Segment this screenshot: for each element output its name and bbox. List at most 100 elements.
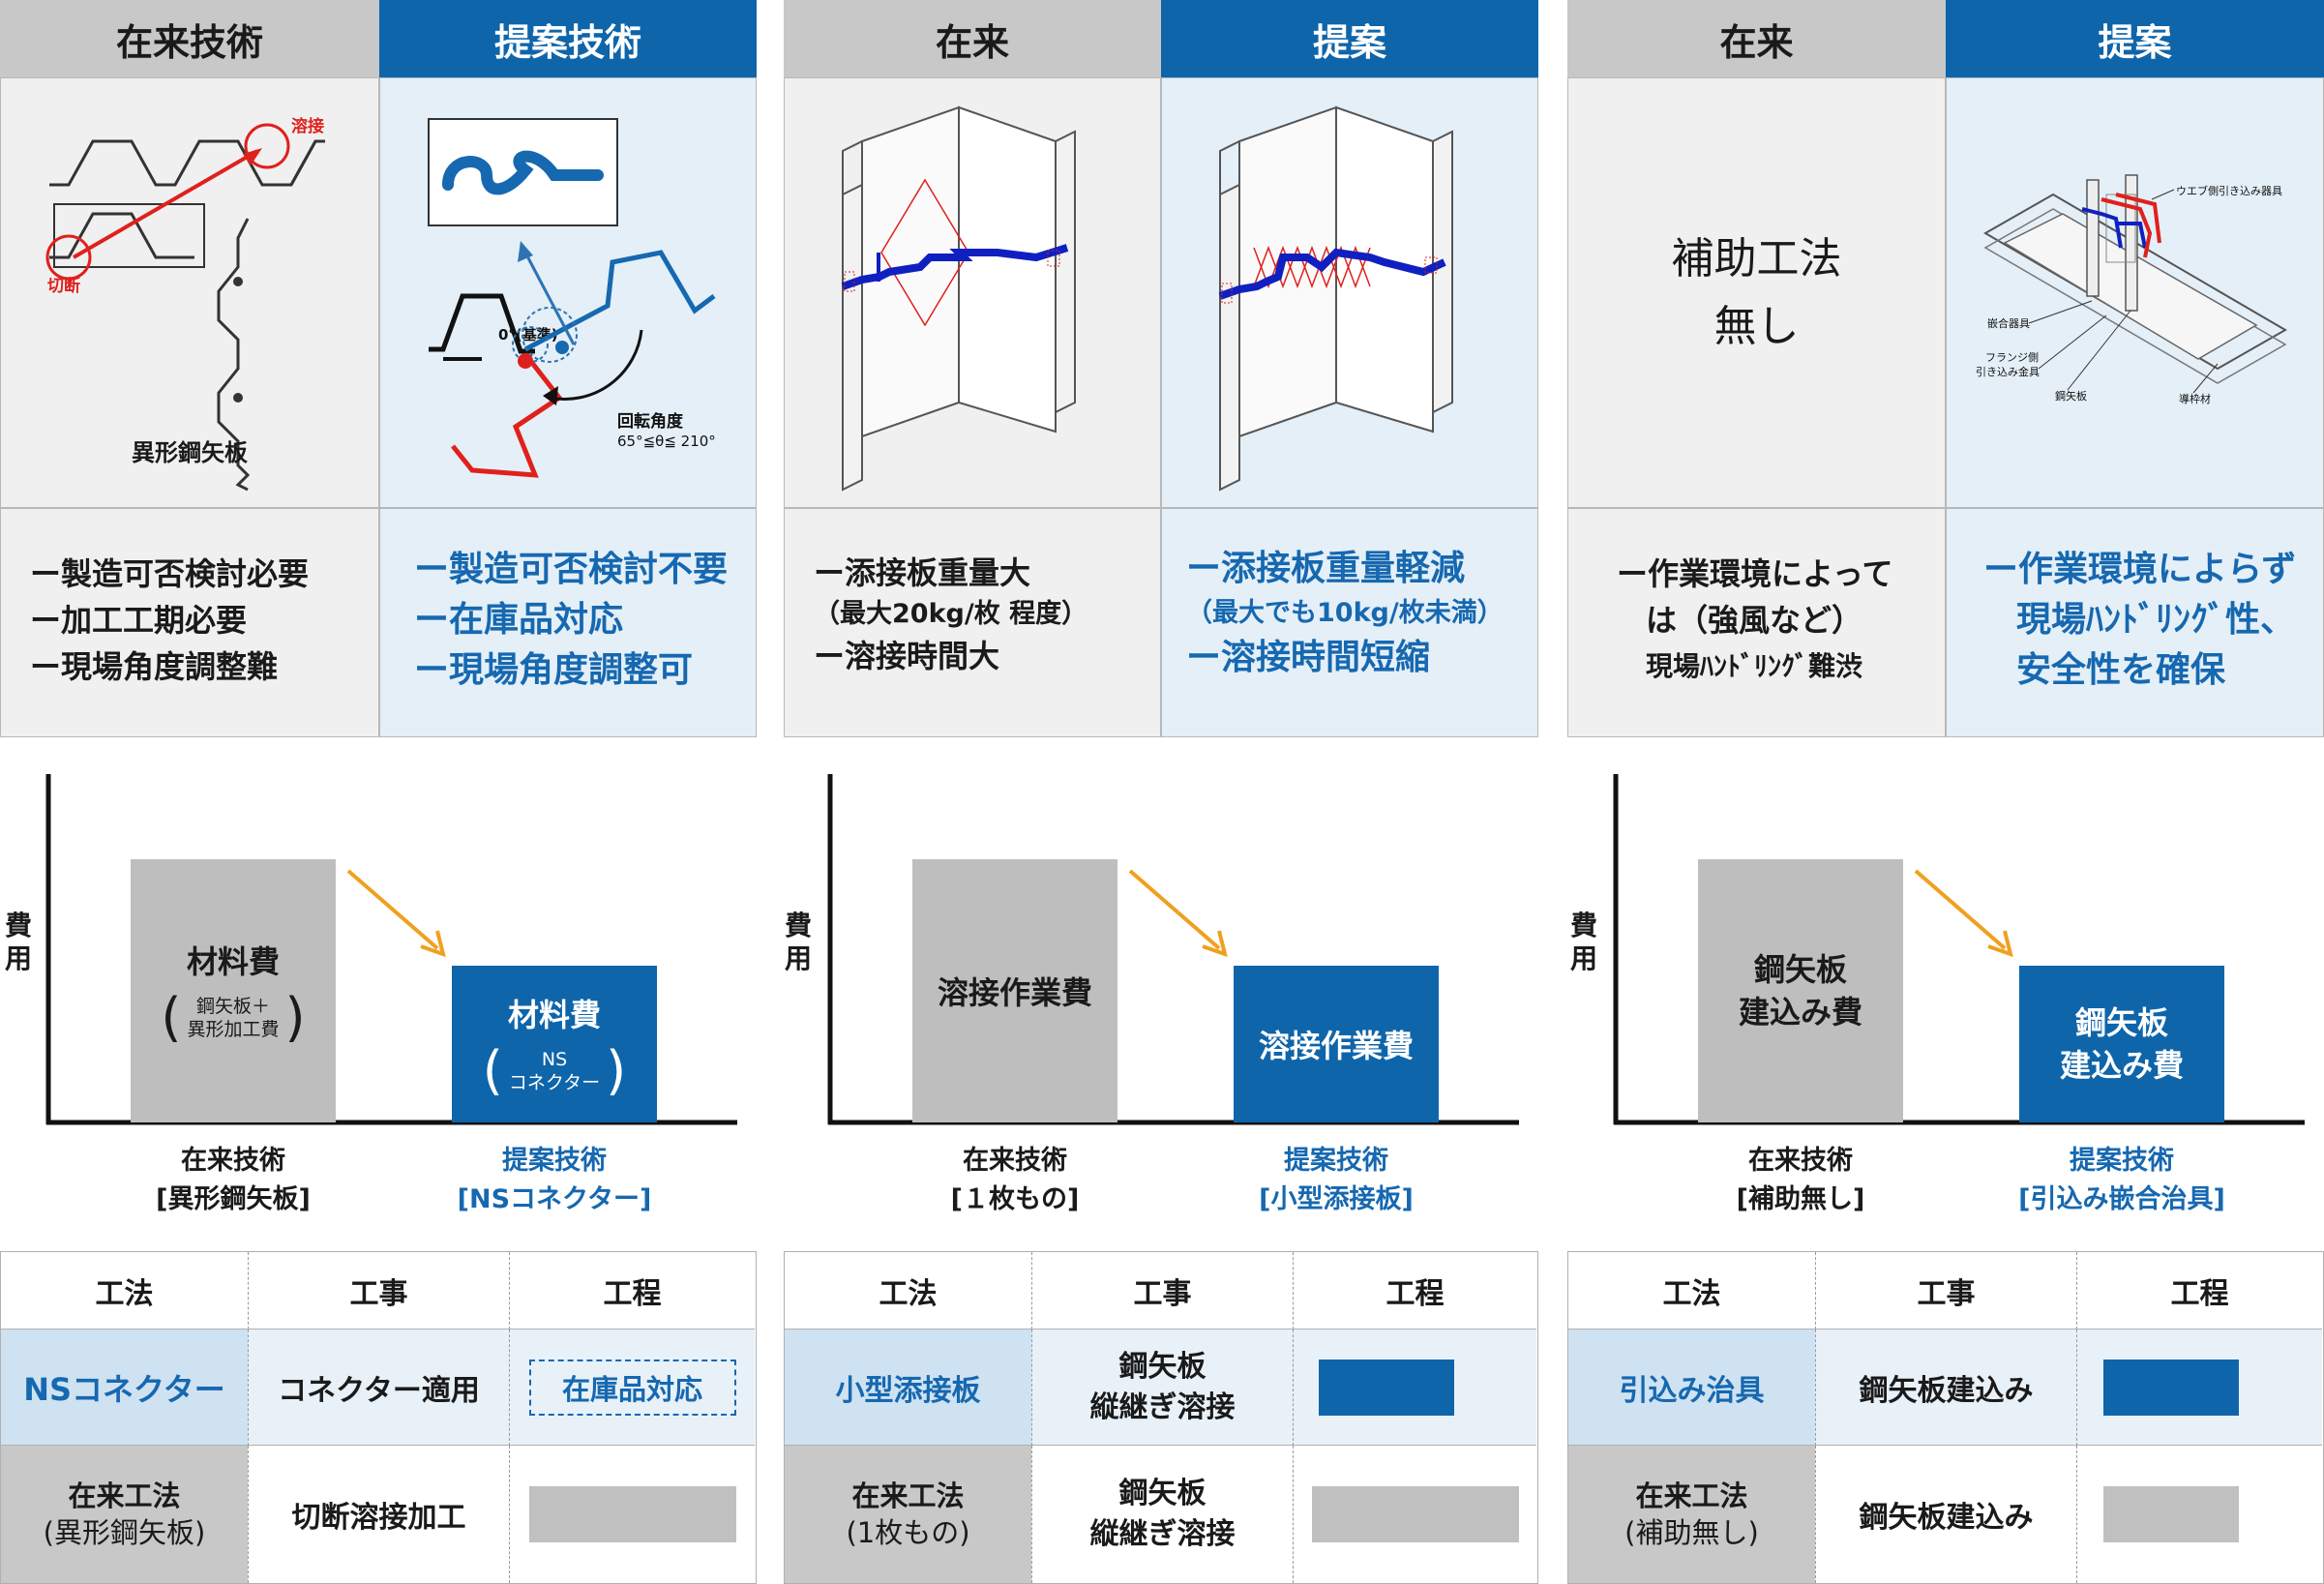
chart-axes: [827, 774, 1519, 1125]
process-bar-long: [528, 1486, 736, 1542]
no-aux-text: 無し: [1713, 301, 1800, 351]
list-item: ー現場角度調整難: [30, 648, 279, 685]
guide-frame-label: 導枠材: [2179, 392, 2211, 405]
decrease-arrow: [1914, 869, 2007, 950]
bar-detail: コネクター: [508, 1072, 601, 1093]
list-item: 安全性を確保: [2016, 650, 2226, 690]
header-conventional: 在来技術: [0, 0, 379, 77]
table-header: 工程: [509, 1252, 755, 1330]
list-proposed: ー作業環境によらず 現場ﾊﾝﾄﾞﾘﾝｸﾞ性、 安全性を確保: [1946, 508, 2324, 737]
x-label-conventional: 在来技術 [補助無し]: [1679, 1142, 1922, 1219]
bar-proposed: 鋼矢板 建込み費: [2019, 966, 2224, 1122]
process-conventional: [1293, 1446, 1536, 1583]
x-label-line: 提案技術: [2070, 1146, 2174, 1176]
list-proposed: ー製造可否検討不要 ー在庫品対応 ー現場角度調整可: [379, 508, 757, 737]
process-conventional: [2076, 1446, 2322, 1583]
sheet-pile-label: 鋼矢板: [2055, 389, 2087, 403]
bar-detail: 鋼矢板＋: [195, 996, 270, 1017]
method-proposed: 引込み治具: [1568, 1330, 1815, 1446]
bar-conventional: 鋼矢板 建込み費: [1698, 859, 1903, 1122]
bar-proposed: 溶接作業費: [1234, 966, 1439, 1122]
work-line: 縦継ぎ溶接: [1089, 1517, 1236, 1551]
process-bar-short: [2102, 1359, 2239, 1416]
method-proposed: 小型添接板: [785, 1330, 1031, 1446]
bar-title: 鋼矢板: [1753, 951, 1847, 988]
bar-title: 建込み費: [1738, 994, 1862, 1031]
list-item: （最大20kg/枚 程度）: [814, 599, 1088, 629]
work-proposed: 鋼矢板 縦継ぎ溶接: [1031, 1330, 1293, 1446]
bar-title: 鋼矢板: [2074, 1004, 2168, 1041]
list-item: ー添接板重量大: [814, 554, 1031, 591]
illustration-caption: 異形鋼矢板: [132, 439, 249, 466]
bar-detail: 異形加工費: [187, 1019, 280, 1040]
method-conventional: 在来工法 (異形鋼矢板): [1, 1446, 248, 1583]
illustration-proposed: [1123, 77, 1538, 508]
list-proposed: ー添接板重量軽減 （最大でも10kg/枚未満） ー溶接時間短縮: [1161, 508, 1538, 737]
chart-axes: [1613, 774, 2305, 1125]
list-item: ー添接板重量軽減: [1186, 549, 1466, 588]
work-conventional: 鋼矢板 縦継ぎ溶接: [1031, 1446, 1293, 1583]
list-item: （最大でも10kg/枚未満）: [1186, 598, 1504, 628]
x-label-line: [補助無し]: [1736, 1184, 1865, 1214]
list-item: ー作業環境によらず: [1983, 550, 2297, 589]
x-label-line: 在来技術: [1748, 1146, 1853, 1176]
header-proposed: 提案技術: [379, 0, 757, 77]
decrease-arrow: [346, 869, 439, 950]
illustration-proposed: 0°(基準) 回転角度 65°≦θ≦ 210°: [340, 77, 757, 508]
method-line: 在来工法: [851, 1479, 965, 1512]
list-item: ー製造可否検討必要: [30, 555, 310, 592]
work-conventional: 切断溶接加工: [248, 1446, 509, 1583]
x-label-line: [引込み嵌合治具]: [2018, 1184, 2225, 1214]
y-axis-label: 費用: [1569, 910, 1597, 974]
table-header: 工事: [248, 1252, 509, 1330]
flange-label-2: 引き込み金具: [1976, 365, 2040, 378]
x-label-line: 提案技術: [502, 1146, 607, 1176]
table-header: 工事: [1815, 1252, 2076, 1330]
work-conventional: 鋼矢板建込み: [1815, 1446, 2076, 1583]
illustration-conventional: 溶接 切断 異形鋼矢板: [0, 77, 379, 508]
process-conventional: [509, 1446, 755, 1583]
pull-in-jig-illustration: ウエブ側引き込み器具 嵌合器具 フランジ側 引き込み金具 鋼矢板 導枠材: [1910, 174, 2287, 405]
header-proposed: 提案: [1161, 0, 1538, 77]
bar-title: 材料費: [186, 943, 280, 980]
chart-axes: [45, 774, 737, 1125]
list-item: ー現場角度調整可: [414, 650, 694, 690]
method-line: 在来工法: [68, 1479, 181, 1512]
x-label-line: 提案技術: [1284, 1146, 1388, 1176]
table-header: 工程: [2076, 1252, 2322, 1330]
work-proposed: 鋼矢板建込み: [1815, 1330, 2076, 1446]
splice-plate-small-illustration: [1123, 105, 1453, 492]
list-item: ー溶接時間大: [814, 638, 1000, 674]
rotation-range-label: 65°≦θ≦ 210°: [617, 433, 716, 450]
web-jig-label: ウエブ側引き込み器具: [2176, 184, 2282, 197]
deformed-sheet-pile-illustration: 溶接 切断 異形鋼矢板: [45, 116, 325, 492]
list-item: 現場ﾊﾝﾄﾞﾘﾝｸﾞ性、: [2016, 600, 2296, 640]
splice-plate-large-illustration: [841, 105, 1076, 492]
flange-label-1: フランジ側: [1985, 351, 2039, 364]
process-proposed: [2076, 1330, 2322, 1446]
bar-conventional: 材料費 (鋼矢板＋異形加工費): [131, 859, 336, 1122]
method-line: (補助無し): [1624, 1516, 1759, 1549]
table-header: 工法: [1568, 1252, 1815, 1330]
list-conventional: ー作業環境によって は（強風など） 現場ﾊﾝﾄﾞﾘﾝｸﾞ難渋: [1567, 508, 1946, 737]
method-line: 在来工法: [1635, 1479, 1748, 1512]
list-item: ー溶接時間短縮: [1186, 638, 1431, 677]
x-label-proposed: 提案技術 [引込み嵌合治具]: [2000, 1142, 2244, 1219]
illustration-conventional: 補助工法 無し: [1567, 77, 1946, 508]
list-item: ー在庫品対応: [414, 600, 624, 640]
table-header: 工事: [1031, 1252, 1293, 1330]
process-table-3: 工法 工事 工程 引込み治具 鋼矢板建込み 在来工法 (補助無し) 鋼矢板建込み: [1567, 1251, 2324, 1584]
x-label-line: 在来技術: [963, 1146, 1067, 1176]
cut-label: 切断: [47, 276, 80, 296]
header-conventional: 在来: [784, 0, 1161, 77]
header-proposed: 提案: [1946, 0, 2324, 77]
bar-detail: NS: [541, 1049, 568, 1070]
list-item: ー加工工期必要: [30, 602, 248, 639]
table-header: 工程: [1293, 1252, 1536, 1330]
bar-conventional: 溶接作業費: [912, 859, 1117, 1122]
decrease-arrow: [1128, 869, 1221, 950]
no-aux-text: 補助工法: [1671, 233, 1842, 284]
x-label-line: 在来技術: [181, 1146, 285, 1176]
x-label-proposed: 提案技術 [NSコネクター]: [432, 1142, 676, 1219]
